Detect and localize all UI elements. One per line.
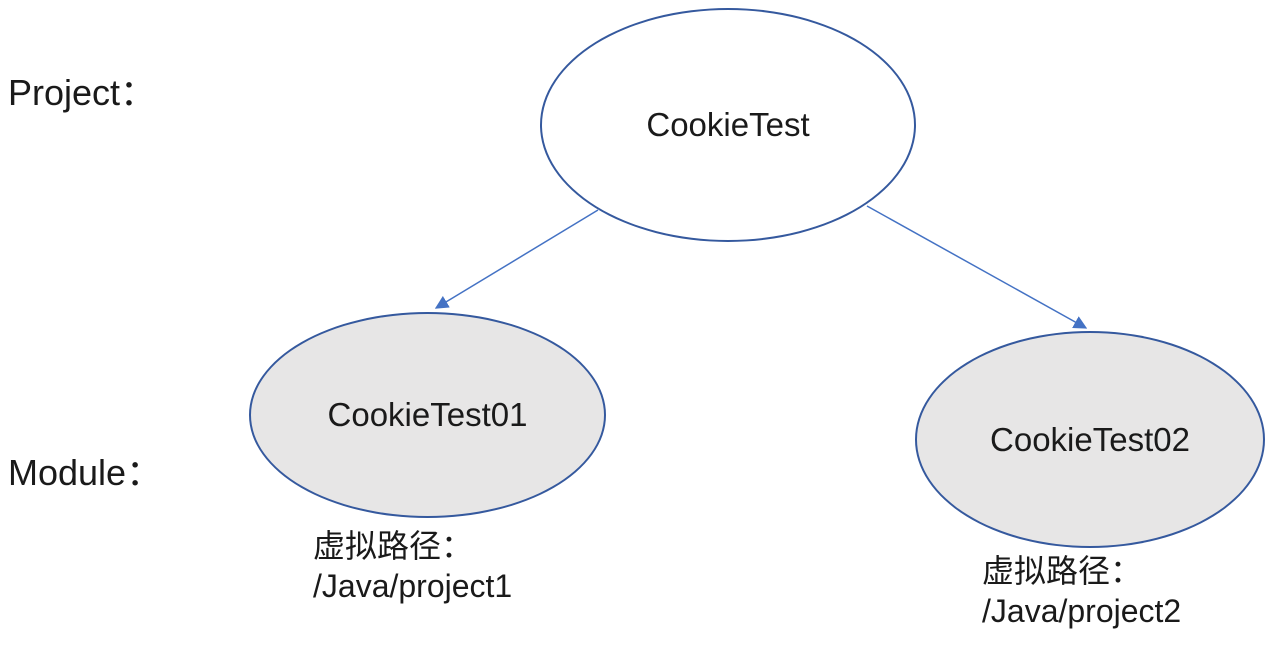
module2-node-label: CookieTest02 xyxy=(990,420,1190,458)
module2-caption: 虚拟路径： /Java/project2 xyxy=(982,551,1181,631)
project-node-ellipse: CookieTest xyxy=(540,8,916,242)
arrow-project-to-module1 xyxy=(434,209,599,309)
module1-node-label: CookieTest01 xyxy=(327,396,528,433)
project-row-label: Project： xyxy=(8,72,157,113)
module2-caption-path: /Java/project2 xyxy=(982,593,1182,629)
module2-caption-title: 虚拟路径： xyxy=(982,553,1143,589)
module1-caption: 虚拟路径： /Java/project1 xyxy=(313,526,512,606)
module2-node-ellipse: CookieTest02 xyxy=(915,331,1265,548)
project-node-label: CookieTest xyxy=(646,106,810,143)
arrow-project-to-module2 xyxy=(866,205,1088,329)
module1-caption-title: 虚拟路径： xyxy=(313,528,474,564)
module-row-label: Module： xyxy=(8,452,163,493)
module1-node-ellipse: CookieTest01 xyxy=(249,312,606,518)
module1-caption-path: /Java/project1 xyxy=(313,568,513,604)
